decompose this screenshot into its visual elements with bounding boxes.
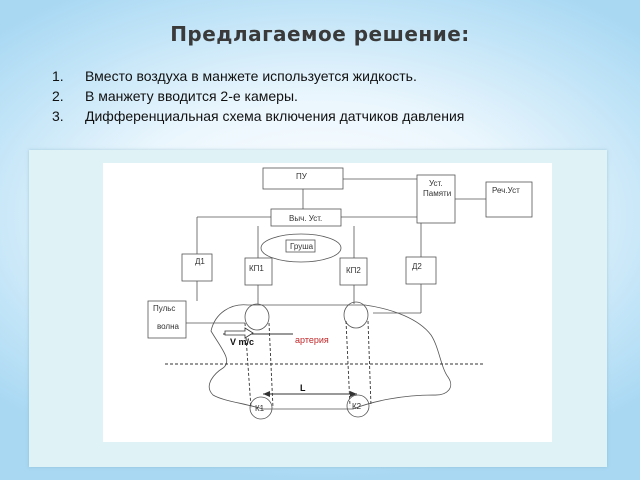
distance-arrow-left <box>263 391 270 397</box>
bulb-label: Груша <box>290 242 314 251</box>
distance-label: L <box>300 383 306 393</box>
memory-label-line2: Памяти <box>423 189 451 198</box>
kp2-label: КП2 <box>346 266 361 275</box>
pu-label: ПУ <box>296 172 308 181</box>
list-item: 3. Дифференциальная схема включения датч… <box>52 106 464 126</box>
velocity-label: V m/c <box>230 337 254 347</box>
speech-label: Реч.Уст <box>492 186 520 195</box>
projection-line-1 <box>244 322 252 409</box>
kp2-block <box>339 257 368 286</box>
slide-title: Предлагаемое решение: <box>170 22 470 46</box>
velocity-arrow <box>224 327 254 339</box>
pulse-label-line1: Пульс <box>153 304 175 313</box>
projection-line-3 <box>345 320 351 407</box>
kp1-label: КП1 <box>249 264 264 273</box>
speech-block <box>485 181 533 218</box>
bulb-ellipse <box>260 233 342 263</box>
list-text: Вместо воздуха в манжете используется жи… <box>85 68 417 84</box>
sensor-k2 <box>346 394 370 418</box>
chamber-2 <box>343 301 369 329</box>
sensor-k1 <box>249 396 273 420</box>
kp1-block <box>244 257 273 286</box>
list-item: 1. Вместо воздуха в манжете используется… <box>52 66 464 86</box>
memory-label-line1: Уст. <box>429 179 443 188</box>
diagram-svg: ПУ Уст. Памяти Реч.Уст Выч. Уст. Груша Д… <box>147 167 533 420</box>
d2-label: Д2 <box>412 262 422 271</box>
pulse-label-line2: волна <box>157 322 180 331</box>
arm-outline <box>208 304 452 410</box>
artery-label: артерия <box>295 335 329 345</box>
list-number: 3. <box>52 108 64 124</box>
bulb-box <box>285 239 316 253</box>
k1-label: К1 <box>255 404 265 413</box>
list-number: 2. <box>52 88 64 104</box>
chamber-1 <box>244 303 270 331</box>
list-item: 2. В манжету вводится 2-е камеры. <box>52 86 464 106</box>
pulse-block <box>147 300 187 339</box>
solution-list: 1. Вместо воздуха в манжете используется… <box>52 66 464 126</box>
list-text: Дифференциальная схема включения датчико… <box>85 108 465 124</box>
k2-label: К2 <box>352 402 362 411</box>
d1-label: Д1 <box>195 257 205 266</box>
calc-label: Выч. Уст. <box>289 214 322 223</box>
distance-arrow-right <box>350 391 357 397</box>
calc-block <box>270 208 342 227</box>
list-text: В манжету вводится 2-е камеры. <box>85 88 298 104</box>
projection-line-4 <box>367 320 372 407</box>
block-diagram: ПУ Уст. Памяти Реч.Уст Выч. Уст. Груша Д… <box>103 163 552 442</box>
list-number: 1. <box>52 68 64 84</box>
